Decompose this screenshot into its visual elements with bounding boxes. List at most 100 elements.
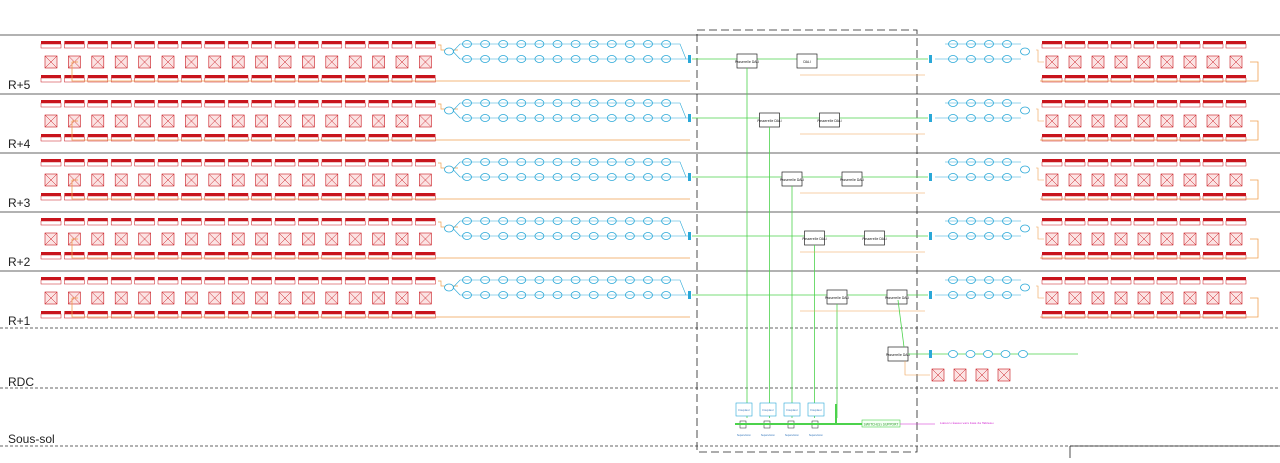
left-luminaire-bottom — [87, 77, 109, 83]
floor-label-r2: R+2 — [8, 255, 31, 269]
left-luminaire-bottom — [87, 136, 109, 142]
right-luminaire-cross-x — [1068, 173, 1082, 187]
left-luminaire-bottom — [110, 313, 132, 319]
left-luminaire-top-cap — [345, 41, 366, 44]
right-luminaire-bottom-cap — [1226, 134, 1246, 137]
right-luminaire-top — [1087, 279, 1109, 285]
left-luminaire-bottom — [110, 136, 132, 142]
left-sensor-loop — [452, 220, 687, 237]
left-luminaire-bottom — [391, 313, 413, 319]
left-luminaire-top-cap — [181, 41, 202, 44]
left-luminaire-top-cap — [111, 218, 132, 221]
right-luminaire-top-cap — [1203, 159, 1223, 162]
right-luminaire-top-cap — [1088, 277, 1108, 280]
left-luminaire-cross-x — [255, 232, 268, 246]
left-luminaire-cross-x — [278, 232, 292, 246]
left-luminaire-bottom — [368, 254, 389, 260]
right-luminaire-top-cap — [1180, 159, 1200, 162]
left-luminaire-bottom — [64, 195, 85, 201]
right-luminaire-cross-x — [1206, 291, 1220, 305]
right-luminaire-top-cap — [1134, 218, 1154, 221]
left-sensor-loop — [452, 51, 461, 60]
left-luminaire-bottom-cap — [251, 252, 272, 255]
right-luminaire-top — [1179, 161, 1201, 167]
left-luminaire-bottom — [368, 136, 389, 142]
left-luminaire-top — [134, 102, 155, 108]
dali-gateway-b — [864, 230, 885, 246]
right-luminaire-cross-x — [1206, 114, 1220, 128]
left-luminaire-bottom — [87, 254, 109, 260]
left-luminaire-top — [391, 43, 413, 49]
left-luminaire-top-cap — [87, 100, 108, 103]
dali-gateway-b-label: DALI — [803, 60, 810, 64]
left-luminaire-bottom — [227, 313, 249, 319]
right-luminaire-top-cap — [1088, 41, 1108, 44]
left-luminaire-bottom-cap — [345, 193, 366, 196]
rdc-sensor — [1018, 350, 1028, 358]
left-luminaire-top-cap — [181, 277, 202, 280]
left-luminaire-top-cap — [392, 159, 412, 162]
left-luminaire-bottom-cap — [204, 134, 225, 137]
left-luminaire-cross-x — [91, 291, 104, 305]
right-luminaire-top — [1156, 43, 1178, 49]
right-luminaire-bottom — [1041, 254, 1063, 260]
right-luminaire-top-cap — [1042, 41, 1062, 44]
right-luminaire-bottom — [1064, 195, 1086, 201]
network-uplink-note: Liaison réseau vers baie de Tableau — [940, 421, 994, 425]
right-luminaire-top — [1202, 279, 1224, 285]
right-luminaire-bottom — [1225, 313, 1247, 319]
left-luminaire-bottom-cap — [41, 193, 61, 196]
left-luminaire-bottom — [368, 313, 389, 319]
left-luminaire-bottom-cap — [298, 252, 319, 255]
left-luminaire-bottom — [87, 195, 109, 201]
left-luminaire-bottom-cap — [275, 134, 295, 137]
left-luminaire-bottom-cap — [275, 311, 295, 314]
left-luminaire-bottom-cap — [368, 134, 389, 137]
left-luminaire-top-cap — [111, 159, 132, 162]
right-luminaire-cross-x — [1045, 173, 1059, 187]
right-bus-connector — [929, 291, 932, 299]
left-luminaire-top — [321, 161, 343, 167]
left-luminaire-top — [181, 43, 202, 49]
right-luminaire-top — [1133, 220, 1155, 226]
left-luminaire-top — [415, 102, 436, 108]
right-luminaire-top-cap — [1088, 159, 1108, 162]
right-luminaire-bottom-cap — [1180, 311, 1200, 314]
left-luminaire-bottom — [40, 136, 62, 142]
right-luminaire-bottom-cap — [1134, 193, 1154, 196]
right-luminaire-top — [1156, 220, 1178, 226]
left-luminaire-bottom — [64, 313, 85, 319]
right-luminaire-bottom — [1179, 313, 1201, 319]
left-luminaire-cross-x — [395, 114, 409, 128]
left-luminaire-top-cap — [64, 277, 85, 280]
right-luminaire-bottom — [1064, 313, 1086, 319]
right-luminaire-cross-x — [1183, 291, 1197, 305]
left-luminaire-top — [110, 43, 132, 49]
right-orange-link — [1036, 285, 1044, 299]
left-luminaire-top — [87, 279, 109, 285]
left-luminaire-bottom-cap — [181, 134, 202, 137]
right-luminaire-top-cap — [1088, 100, 1108, 103]
left-luminaire-bottom-cap — [368, 193, 389, 196]
right-luminaire-top — [1225, 279, 1247, 285]
right-luminaire-cross-x — [1183, 114, 1197, 128]
left-luminaire-cross-x — [185, 232, 198, 246]
dali-gateway-a-label: Passerelle DALI — [757, 119, 781, 123]
right-luminaire-cross-x — [1137, 232, 1151, 246]
left-luminaire-bottom-cap — [204, 193, 225, 196]
rdc-sensor — [948, 350, 958, 358]
right-luminaire-bottom-cap — [1226, 311, 1246, 314]
left-luminaire-top — [40, 102, 62, 108]
left-luminaire-bottom-cap — [204, 252, 225, 255]
rdc-luminaire-x — [953, 368, 967, 382]
right-luminaire-top-cap — [1226, 100, 1246, 103]
left-luminaire-bottom-cap — [158, 75, 178, 78]
right-luminaire-top — [1179, 43, 1201, 49]
right-luminaire-top-cap — [1134, 159, 1154, 162]
dali-gateway-b — [796, 53, 818, 69]
right-luminaire-cross-x — [1160, 291, 1174, 305]
right-luminaire-bottom-cap — [1111, 193, 1131, 196]
right-luminaire-bottom-cap — [1111, 75, 1131, 78]
left-luminaire-top — [321, 279, 343, 285]
floor-label-r5: R+5 — [8, 78, 31, 92]
